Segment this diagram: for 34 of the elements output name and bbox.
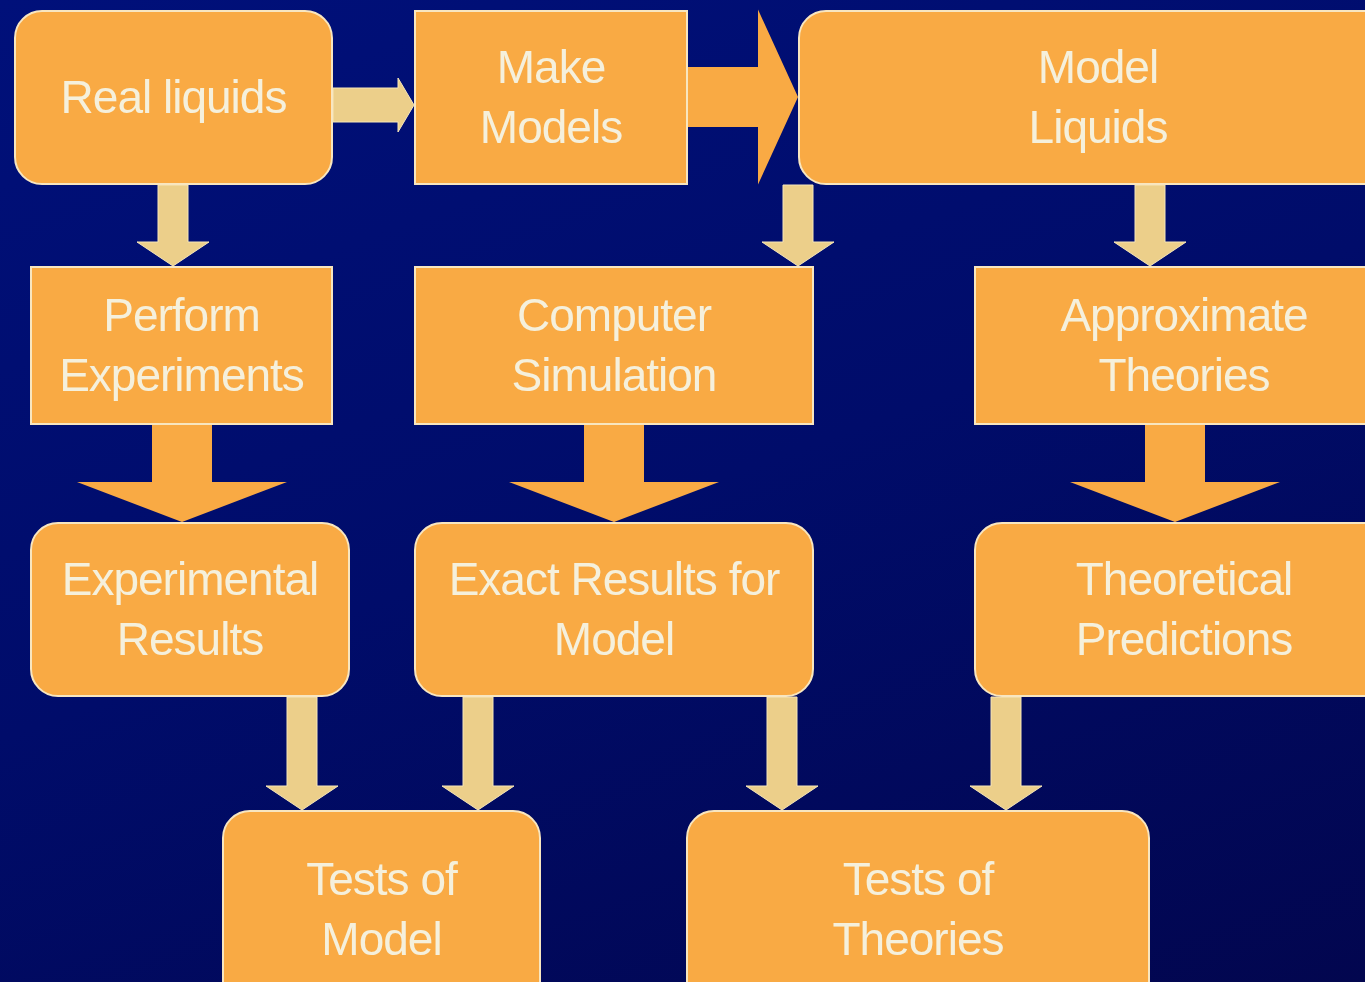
- process-box: [414, 266, 814, 425]
- rounded-box: [974, 522, 1365, 697]
- rounded-box: [14, 10, 333, 185]
- node-label: Make Models: [478, 39, 624, 155]
- node-label: Tests of Model: [305, 852, 459, 967]
- rounded-box: [414, 522, 814, 697]
- node-label: Real liquids: [60, 69, 287, 125]
- block-arrow: [969, 696, 1043, 811]
- node-label: Exact Results for Model: [447, 551, 781, 667]
- block-arrow: [136, 184, 210, 267]
- node-label: Experimental Results: [60, 551, 320, 667]
- block-arrow: [745, 696, 819, 811]
- node-label: Perform Experiments: [58, 287, 305, 403]
- block-arrow: [688, 9, 798, 185]
- node-label: Tests of Theories: [831, 852, 1005, 967]
- node-label: Approximate Theories: [1059, 287, 1309, 403]
- block-arrow: [441, 696, 515, 811]
- node-label: Theoretical Predictions: [1074, 551, 1294, 667]
- node-label: Model Liquids: [1027, 39, 1169, 155]
- block-arrow: [1113, 184, 1187, 267]
- block-arrow: [77, 425, 287, 522]
- rounded-box: [30, 522, 350, 697]
- rounded-box: [222, 810, 541, 982]
- process-box: [974, 266, 1365, 425]
- block-arrow: [332, 77, 415, 133]
- block-arrow: [265, 696, 339, 811]
- block-arrow: [1070, 425, 1280, 522]
- process-box: [30, 266, 333, 425]
- node-label: Computer Simulation: [510, 287, 718, 403]
- process-box: [414, 10, 688, 185]
- block-arrow: [761, 184, 835, 267]
- block-arrow: [509, 425, 719, 522]
- rounded-box: [798, 10, 1365, 185]
- rounded-box: [686, 810, 1150, 982]
